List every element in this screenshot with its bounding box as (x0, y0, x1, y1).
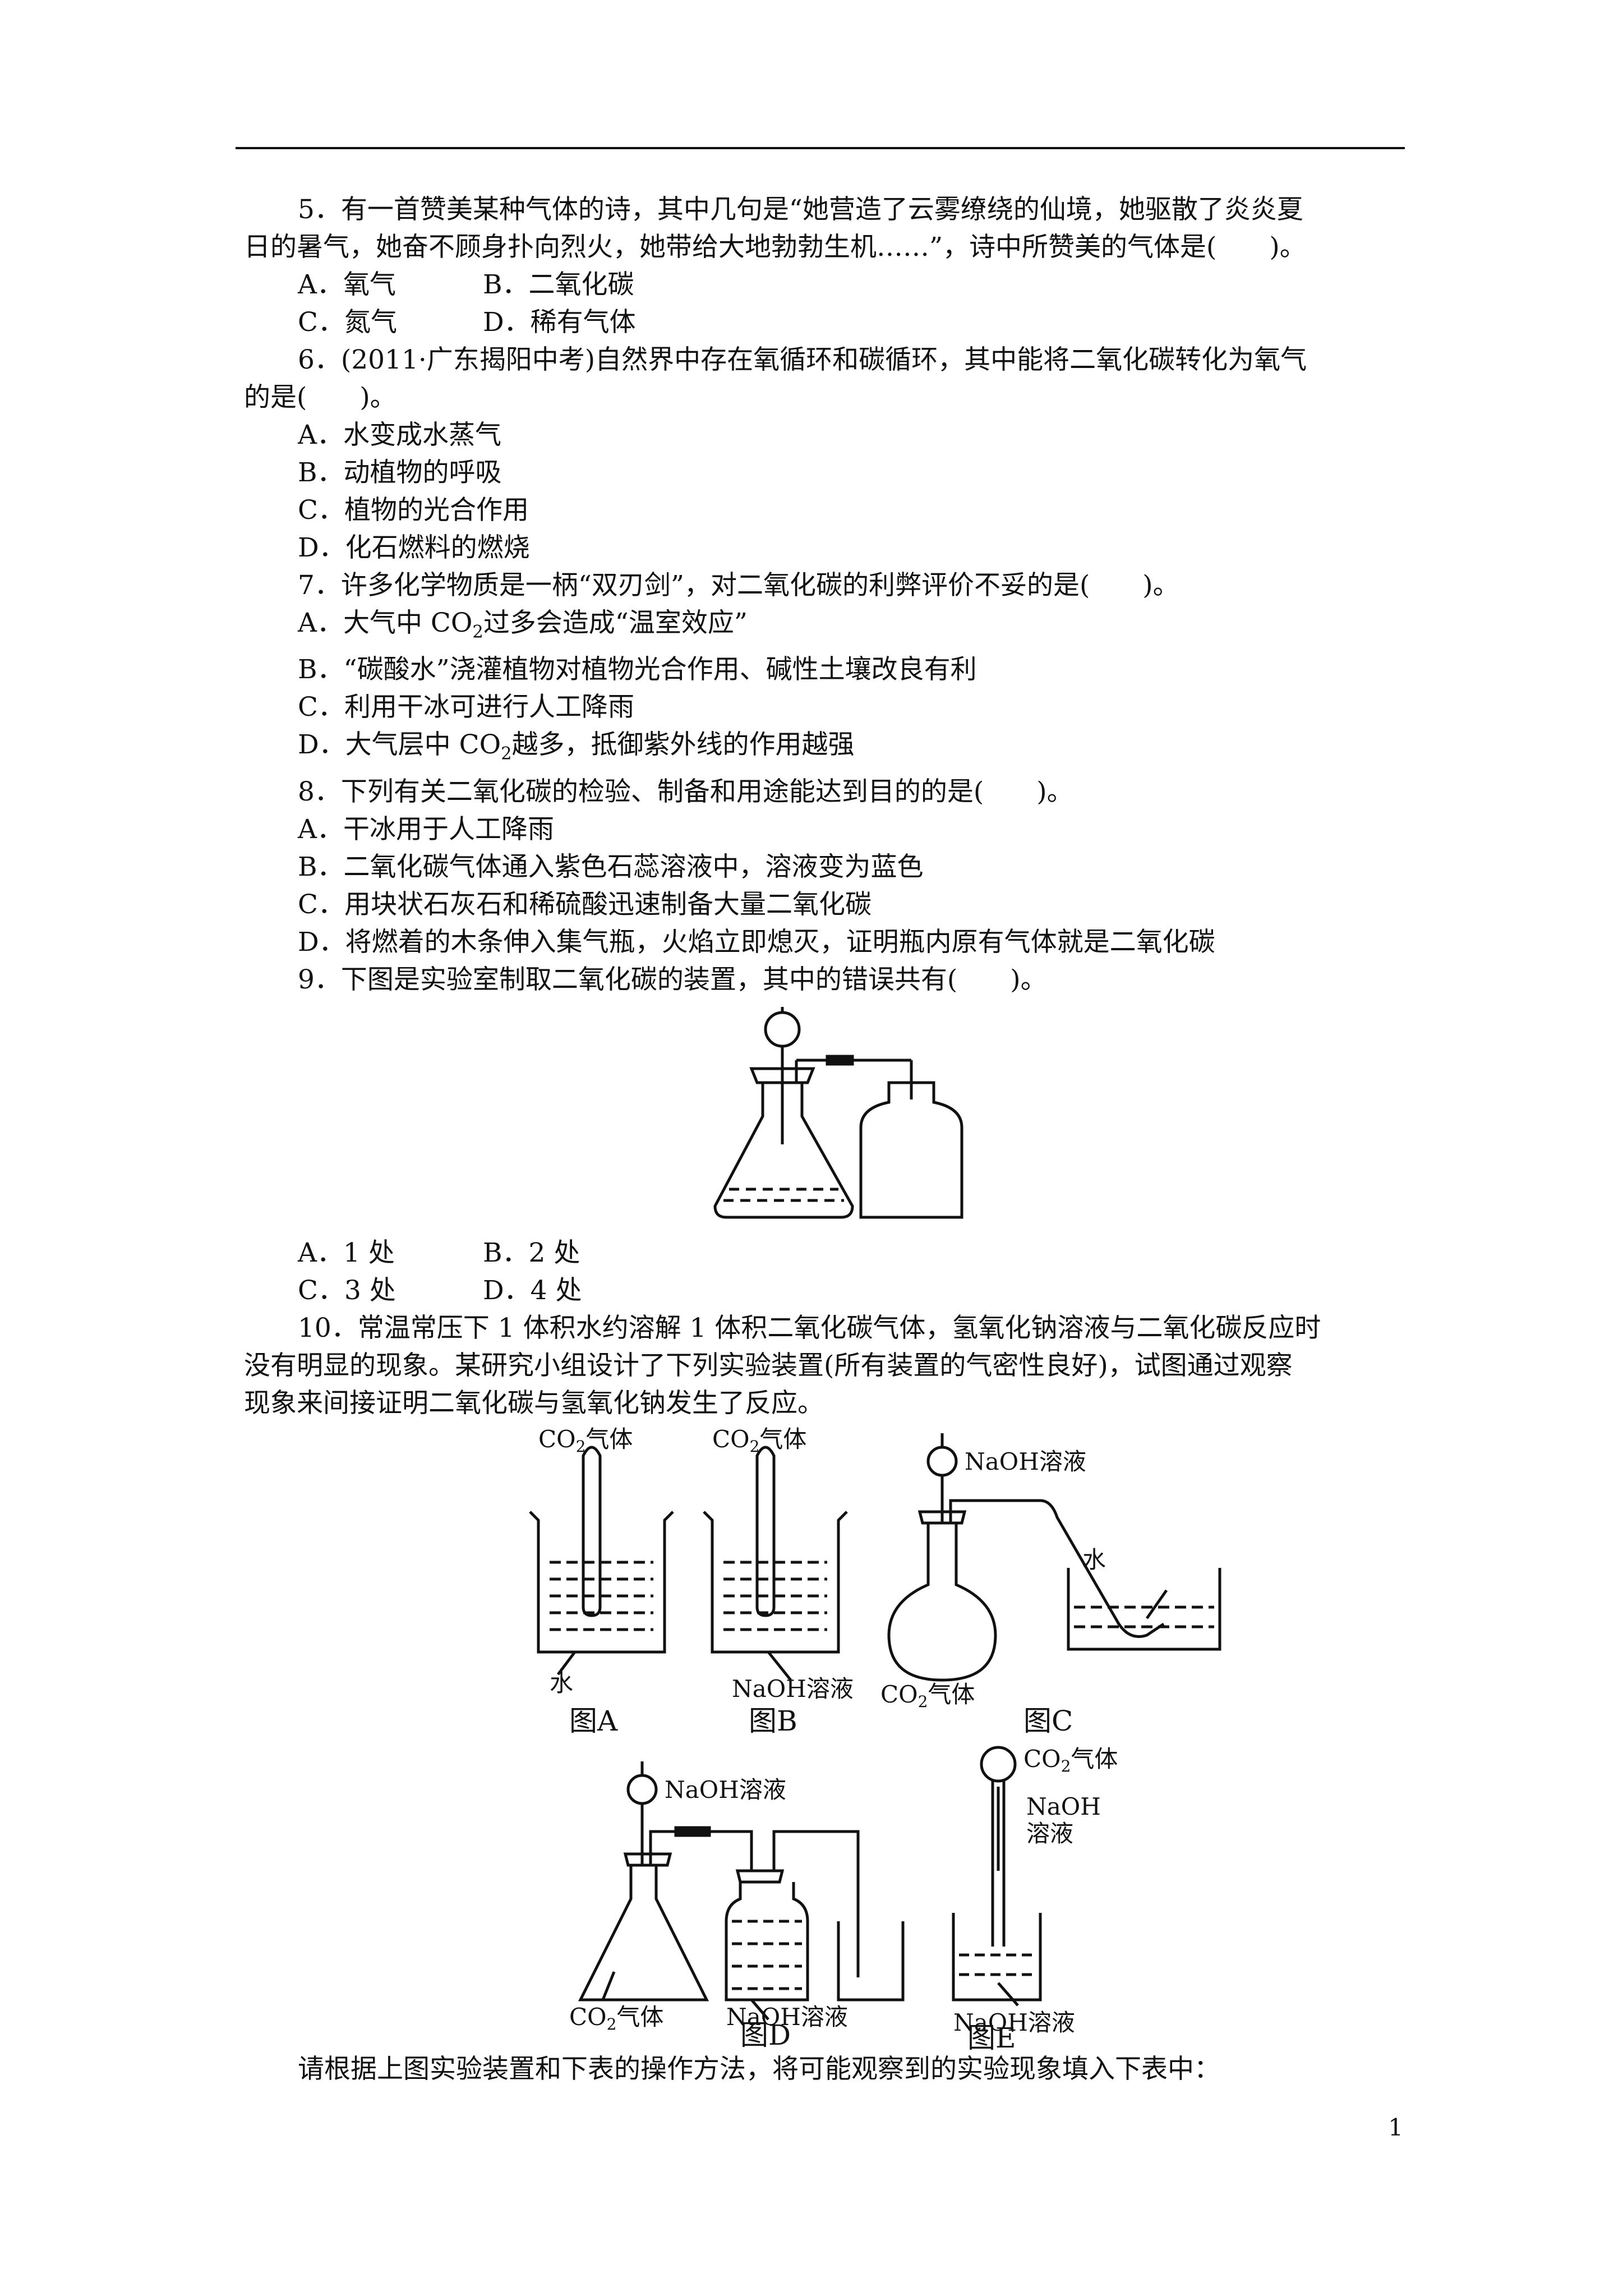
q10-stem-2: 没有明显的现象。某研究小组设计了下列实验装置(所有装置的气密性良好)，试图通过观… (244, 1350, 1293, 1381)
svg-text:CO2气体: CO2气体 (1023, 1745, 1118, 1775)
co2-label-e: CO (1023, 1745, 1061, 1773)
q6-stem-1: 6．(2011·广东揭阳中考)自然界中存在氧循环和碳循环，其中能将二氧化碳转化为… (298, 344, 1307, 375)
svg-text:CO2气体: CO2气体 (712, 1425, 806, 1456)
q5-options-row-1: A．氧气 B．二氧化碳 (244, 266, 1402, 303)
svg-text:CO2气体: CO2气体 (569, 2003, 663, 2033)
naoh-label-b: NaOH溶液 (732, 1675, 854, 1703)
co2-label-a: CO (538, 1425, 576, 1453)
q9-option-b: B．2 处 (483, 1237, 580, 1268)
q5-options-row-2: C．氮气 D．稀有气体 (244, 303, 1402, 341)
fig-d-caption: 图D (740, 2019, 791, 2050)
naoh-label-e-2: 溶液 (1026, 1820, 1073, 1847)
q6-option-d: D．化石燃料的燃烧 (298, 532, 530, 563)
co2-sub-a: 2 (576, 1437, 586, 1456)
co2-sub-d: 2 (607, 2015, 617, 2033)
q5-option-b: B．二氧化碳 (483, 269, 634, 300)
q8-stem: 8．下列有关二氧化碳的检验、制备和用途能达到目的的是( )。 (298, 776, 1073, 807)
q9-apparatus-figure (244, 999, 1402, 1234)
q6-stem-2: 的是( )。 (244, 382, 396, 413)
q5-option-a: A．氧气 (298, 269, 396, 300)
q5-option-c: C．氮气 (298, 307, 397, 338)
co2-gas-d: 气体 (616, 2003, 663, 2031)
co2-label-d: CO (569, 2003, 607, 2031)
q6-option-b: B．动植物的呼吸 (298, 457, 502, 488)
q8-option-a: A．干冰用于人工降雨 (298, 813, 554, 845)
water-label-c: 水 (1082, 1546, 1106, 1573)
q9-option-a: A．1 处 (298, 1237, 395, 1268)
subscript-2: 2 (472, 622, 483, 642)
fig-e-caption: 图E (967, 2022, 1016, 2050)
co2-sub-b: 2 (750, 1437, 760, 1456)
q7-option-a: A．大气中 CO2过多会造成“温室效应” (244, 604, 1402, 651)
q8-option-b: B．二氧化碳气体通入紫色石蕊溶液中，溶液变为蓝色 (298, 851, 924, 882)
document-body: 5．有一首赞美某种气体的诗，其中几句是“她营造了云雾缭绕的仙境，她驱散了炎炎夏 … (244, 191, 1402, 2088)
q7-stem: 7．许多化学物质是一柄“双刃剑”，对二氧化碳的利弊评价不妥的是( )。 (298, 570, 1179, 601)
q6-option-c: C．植物的光合作用 (298, 495, 529, 526)
svg-text:CO2气体: CO2气体 (538, 1425, 633, 1456)
fig-c-caption: 图C (1023, 1705, 1073, 1737)
q7-option-b: B．“碳酸水”浇灌植物对植物光合作用、碱性土壤改良有利 (298, 654, 977, 685)
naoh-label-e-1: NaOH (1026, 1793, 1101, 1820)
co2-gas-b: 气体 (759, 1425, 806, 1453)
naoh-label-d-top: NaOH溶液 (665, 1776, 786, 1803)
q10-stem-1: 10．常温常压下 1 体积水约溶解 1 体积二氧化碳气体，氢氧化钠溶液与二氧化碳… (298, 1312, 1321, 1343)
co2-sub-c: 2 (918, 1692, 928, 1711)
svg-text:CO2气体: CO2气体 (880, 1681, 975, 1711)
q9-option-d: D．4 处 (483, 1274, 582, 1306)
q10-apparatus-figures: CO2气体 水 图A CO2气体 NaOH溶液 图B NaOH溶液 水 CO2气… (244, 1422, 1402, 2054)
co2-label-b: CO (712, 1425, 750, 1453)
q7-option-d-pre: D．大气层中 CO (298, 729, 501, 761)
fig-a-caption: 图A (569, 1705, 618, 1737)
naoh-label-d-bottom: NaOH溶液 (726, 2003, 848, 2031)
page-number: 1 (1388, 2114, 1403, 2141)
q6-option-a: A．水变成水蒸气 (298, 420, 501, 450)
co2-sub-e: 2 (1061, 1757, 1071, 1775)
q9-options-row-1: A．1 处 B．2 处 (244, 1234, 1402, 1272)
q9-stem: 9．下图是实验室制取二氧化碳的装置，其中的错误共有( )。 (298, 964, 1047, 995)
fig-b-caption: 图B (749, 1705, 797, 1737)
naoh-label-e-bottom: NaOH溶液 (953, 2009, 1075, 2036)
q10-stem-3: 现象来间接证明二氧化碳与氢氧化钠发生了反应。 (244, 1387, 824, 1419)
co2-gas-a: 气体 (585, 1425, 633, 1453)
q10-closing: 请根据上图实验装置和下表的操作方法，将可能观察到的实验现象填入下表中： (298, 2053, 1220, 2085)
co2-preparation-apparatus-drawing (713, 1006, 963, 1219)
q7-option-d: D．大气层中 CO2越多，抵御紫外线的作用越强 (244, 726, 1402, 772)
q5-stem-1: 5．有一首赞美某种气体的诗，其中几句是“她营造了云雾缭绕的仙境，她驱散了炎炎夏 (298, 194, 1303, 225)
co2-gas-e: 气体 (1071, 1745, 1118, 1773)
q7-option-d-post: 越多，抵御紫外线的作用越强 (511, 729, 855, 761)
naoh-label-c: NaOH溶液 (965, 1448, 1086, 1475)
water-label-a: 水 (550, 1669, 573, 1697)
q10-apparatus-drawing: CO2气体 水 图A CO2气体 NaOH溶液 图B NaOH溶液 水 CO2气… (529, 1425, 1221, 2054)
co2-label-c: CO (880, 1681, 918, 1708)
header-rule (236, 147, 1405, 149)
q7-option-c: C．利用干冰可进行人工降雨 (298, 692, 634, 723)
subscript-2: 2 (501, 744, 512, 764)
q8-option-c: C．用块状石灰石和稀硫酸迅速制备大量二氧化碳 (298, 889, 872, 920)
co2-gas-c: 气体 (928, 1681, 975, 1708)
q7-option-a-pre: A．大气中 CO (298, 608, 473, 638)
q8-option-d: D．将燃着的木条伸入集气瓶，火焰立即熄灭，证明瓶内原有气体就是二氧化碳 (298, 926, 1215, 958)
q7-option-a-post: 过多会造成“温室效应” (483, 608, 748, 638)
q9-options-row-2: C．3 处 D．4 处 (244, 1272, 1402, 1309)
q5-stem-2: 日的暑气，她奋不顾身扑向烈火，她带给大地勃勃生机……”，诗中所赞美的气体是( )… (244, 232, 1306, 263)
q5-option-d: D．稀有气体 (483, 307, 636, 338)
q9-option-c: C．3 处 (298, 1274, 396, 1306)
